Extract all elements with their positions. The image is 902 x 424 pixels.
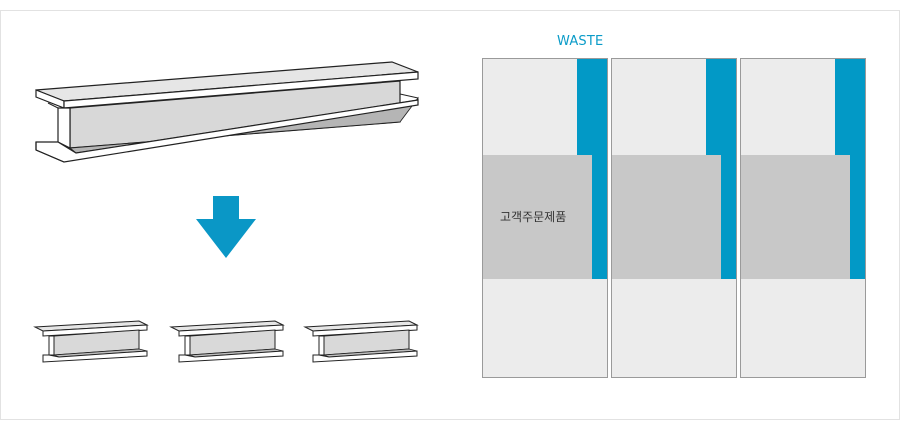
plate-panel-3 [740, 58, 866, 378]
long-i-beam [35, 61, 419, 163]
arrow-down-icon [196, 196, 256, 258]
waste-label: WASTE [557, 34, 604, 49]
customer-order-product-label: 고객주문제품 [500, 210, 567, 224]
plate-panel-1 [482, 58, 608, 378]
short-i-beam-3 [304, 320, 418, 363]
plate-panel-2 [611, 58, 737, 378]
short-i-beam-2 [170, 320, 284, 363]
short-i-beam-1 [34, 320, 148, 363]
